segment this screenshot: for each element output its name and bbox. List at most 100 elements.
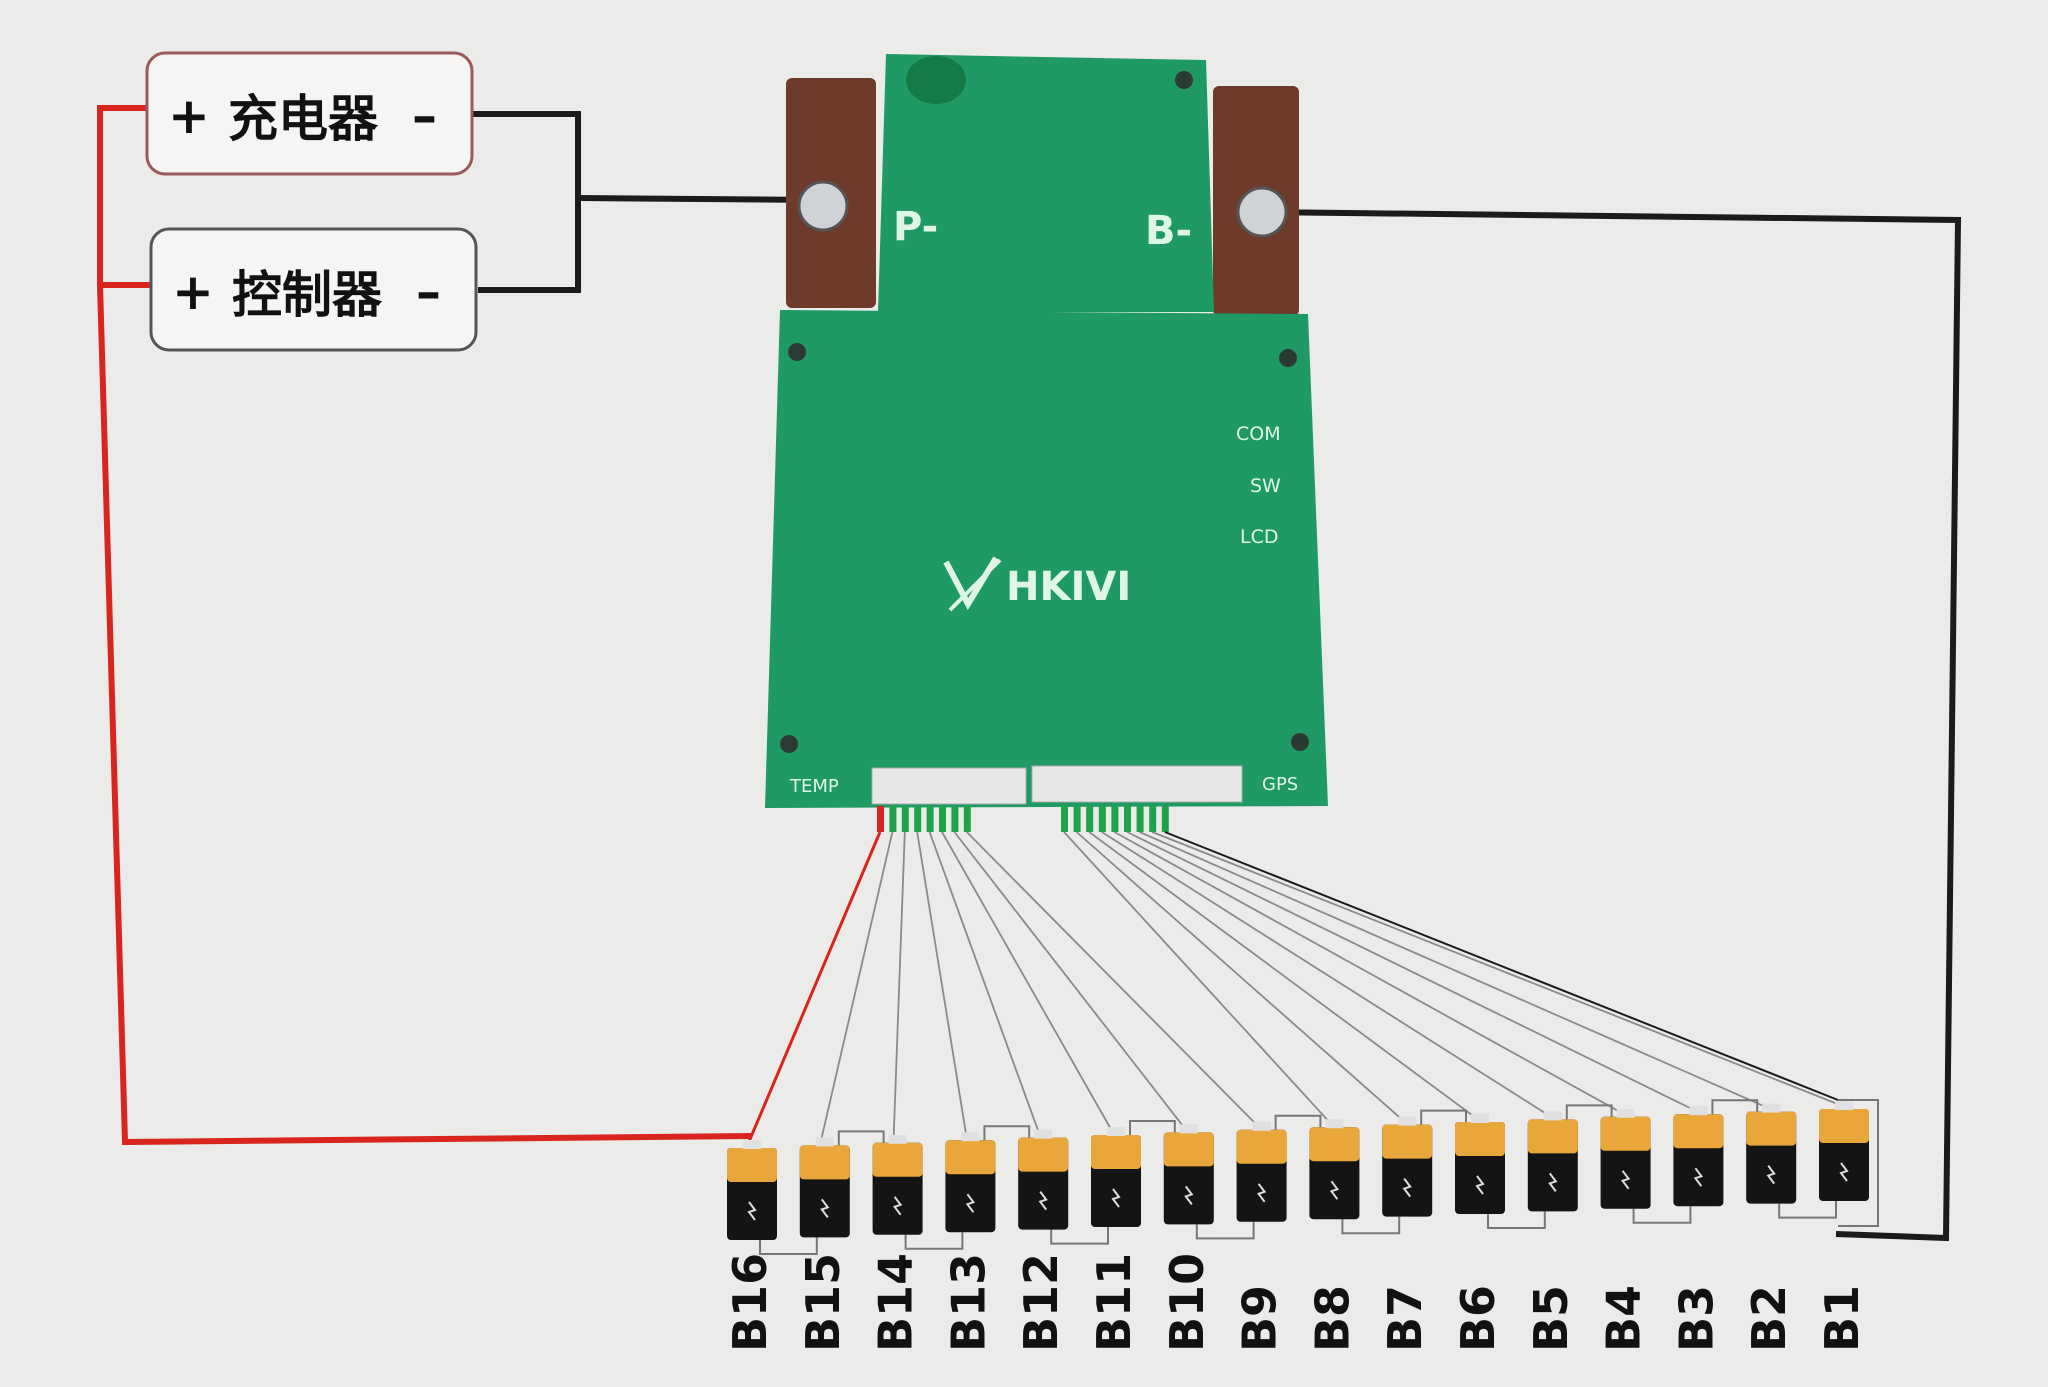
series-link [1487, 1211, 1546, 1229]
battery-cell-b9 [1236, 1121, 1287, 1222]
cell-label: B1 [1815, 1285, 1869, 1352]
connector-pin [1111, 806, 1119, 832]
series-link [1565, 1104, 1613, 1120]
connector-pin [963, 806, 971, 832]
battery-cell-b10 [1163, 1124, 1214, 1225]
port-lcd-label: LCD [1240, 526, 1278, 548]
battery-cell-b13 [945, 1132, 996, 1233]
battery-cell-b3 [1673, 1106, 1724, 1207]
port-com-label: COM [1236, 423, 1281, 445]
sense-wire [928, 831, 1041, 1134]
connector-pin [877, 806, 884, 832]
connector-pins [877, 806, 1169, 832]
charger-plus: + [168, 87, 210, 145]
battery-cell-b14 [872, 1134, 923, 1235]
cell-label: B13 [941, 1253, 995, 1352]
bms-board: P- B- COM SW LCD TEMP GPS HKIVI [765, 54, 1328, 808]
controller-box: + 控制器 – [149, 227, 478, 352]
cell-label: B12 [1014, 1253, 1068, 1352]
charger-label: 充电器 [228, 90, 379, 148]
sense-wire [1076, 831, 1404, 1122]
cell-label: B6 [1451, 1285, 1505, 1352]
p-minus-wire [577, 195, 821, 203]
cell-label: B4 [1597, 1285, 1651, 1352]
controller-label: 控制器 [232, 266, 383, 324]
charger-box: + 充电器 – [145, 51, 474, 176]
cell-label: B2 [1742, 1285, 1796, 1352]
sense-wire [941, 831, 1113, 1132]
connector-pin [1098, 806, 1106, 832]
cell-label: B10 [1160, 1253, 1214, 1352]
series-link [1778, 1201, 1837, 1219]
series-link [904, 1232, 964, 1250]
series-link [1050, 1227, 1109, 1245]
series-link [1341, 1216, 1401, 1235]
connector-pin [1136, 806, 1144, 832]
cell-label: B11 [1087, 1253, 1141, 1352]
port-temp-label: TEMP [789, 776, 839, 797]
battery-cell-b7 [1382, 1116, 1433, 1217]
connector-pin [901, 806, 909, 832]
connector-left [871, 767, 1027, 805]
sense-wire [1113, 831, 1623, 1114]
connector-right [1031, 765, 1243, 803]
charger-minus: – [412, 87, 437, 145]
connector-pin [926, 806, 934, 832]
cell-label: B9 [1233, 1285, 1287, 1352]
series-link [1632, 1206, 1692, 1224]
connector-pin [1124, 806, 1131, 832]
battery-cell-b6 [1455, 1114, 1505, 1214]
battery-cell-b4 [1600, 1108, 1651, 1209]
controller-plus: + [172, 263, 214, 321]
battery-cell-b16 [727, 1140, 777, 1240]
series-link [759, 1237, 818, 1255]
sense-wire [916, 831, 968, 1137]
brand-label: HKIVI [1006, 564, 1131, 610]
connector-pin [1061, 806, 1068, 832]
battery-cell-b12 [1018, 1129, 1069, 1230]
sense-wire [966, 831, 1259, 1127]
series-link [1274, 1114, 1322, 1130]
series-link [1420, 1109, 1467, 1125]
positive-wire [97, 105, 753, 1146]
sense-wire [892, 831, 906, 1139]
connector-pin [939, 806, 946, 832]
sense-wire [1151, 831, 1841, 1106]
series-link [1838, 1099, 1879, 1227]
series-link [1711, 1099, 1759, 1115]
sense-wires [746, 831, 1841, 1145]
series-link [1195, 1221, 1255, 1240]
port-gps-label: GPS [1262, 774, 1298, 795]
terminal-b-label: B- [1145, 208, 1192, 254]
cell-label: B15 [796, 1253, 850, 1352]
cell-labels: B16 B15 B14 B13 B12 B11 B10 B9 B8 B7 B6 B5 B4 B3 B2 B1 [723, 1253, 1869, 1352]
port-sw-label: SW [1250, 475, 1281, 497]
sense-wire [1088, 831, 1477, 1119]
cell-label: B14 [869, 1253, 923, 1352]
sense-wire [1101, 831, 1550, 1117]
battery-cells [727, 1101, 1869, 1240]
battery-cell-b1 [1819, 1101, 1869, 1201]
connector-pin [1149, 806, 1157, 832]
cell-label: B7 [1378, 1285, 1432, 1352]
battery-cell-b8 [1309, 1119, 1360, 1220]
cell-label: B8 [1305, 1285, 1359, 1352]
sense-wire [953, 831, 1186, 1129]
sense-wire [1126, 831, 1695, 1112]
series-link [983, 1125, 1031, 1141]
connector-pin [951, 806, 959, 832]
cell-label: B16 [723, 1253, 777, 1352]
p-minus-screw [797, 180, 849, 232]
cell-label: B3 [1669, 1285, 1723, 1352]
sense-wire [1164, 831, 1839, 1101]
battery-cell-b15 [799, 1137, 850, 1238]
sense-wire [819, 831, 894, 1142]
series-link [1129, 1120, 1176, 1135]
charger-negative-wire [472, 111, 581, 293]
battery-cell-b2 [1746, 1103, 1797, 1204]
b-minus-screw [1236, 186, 1288, 238]
sense-wire [746, 831, 882, 1145]
connector-pin [1086, 806, 1094, 832]
cell-label: B5 [1524, 1285, 1578, 1352]
